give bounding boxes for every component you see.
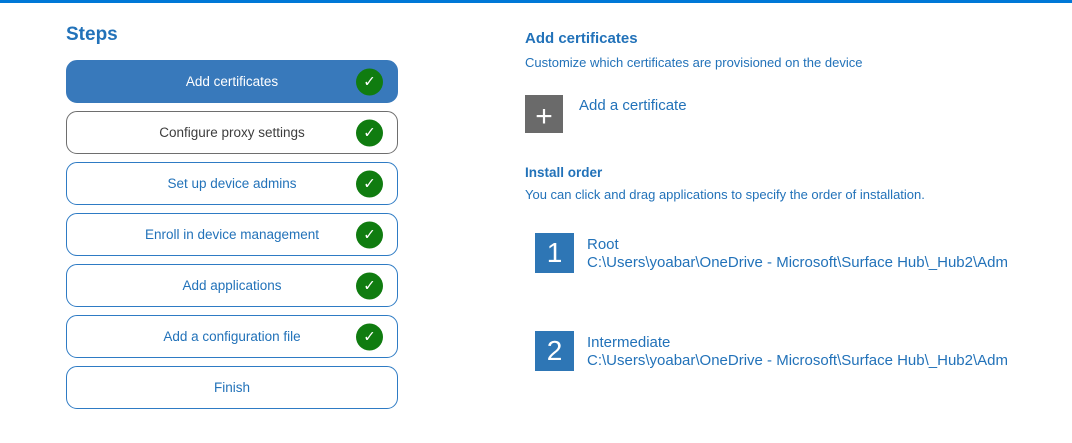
order-number-badge: 1 [535, 233, 574, 273]
add-certificate-label: Add a certificate [579, 97, 687, 114]
add-certificates-panel: Add certificates Customize which certifi… [525, 30, 1072, 371]
check-icon: ✓ [356, 119, 383, 146]
step-add-applications[interactable]: Add applications ✓ [66, 264, 398, 307]
step-label: Set up device admins [167, 176, 297, 191]
step-label: Add certificates [185, 74, 279, 89]
top-accent-bar [0, 0, 1072, 3]
step-label: Add applications [182, 278, 282, 293]
certificate-path: C:\Users\yoabar\OneDrive - Microsoft\Sur… [587, 254, 1008, 271]
step-enroll-in-device-management[interactable]: Enroll in device management ✓ [66, 213, 398, 256]
check-icon: ✓ [356, 323, 383, 350]
check-icon: ✓ [356, 170, 383, 197]
install-order-title: Install order [525, 165, 603, 180]
step-add-certificates[interactable]: Add certificates ✓ [66, 60, 398, 103]
step-set-up-device-admins[interactable]: Set up device admins ✓ [66, 162, 398, 205]
steps-sidebar: Steps Add certificates ✓ Configure proxy… [66, 24, 398, 417]
steps-title: Steps [66, 24, 118, 45]
certificate-name: Intermediate [587, 334, 671, 351]
order-number-badge: 2 [535, 331, 574, 371]
panel-title: Add certificates [525, 30, 638, 47]
certificate-path: C:\Users\yoabar\OneDrive - Microsoft\Sur… [587, 352, 1008, 369]
step-label: Add a configuration file [163, 329, 301, 344]
step-configure-proxy-settings[interactable]: Configure proxy settings ✓ [66, 111, 398, 154]
step-finish[interactable]: Finish [66, 366, 398, 409]
order-item-text: Intermediate C:\Users\yoabar\OneDrive - … [587, 331, 1008, 370]
order-item-text: Root C:\Users\yoabar\OneDrive - Microsof… [587, 233, 1008, 272]
certificate-name: Root [587, 236, 619, 253]
step-label: Finish [213, 380, 250, 395]
check-icon: ✓ [356, 272, 383, 299]
step-add-a-configuration-file[interactable]: Add a configuration file ✓ [66, 315, 398, 358]
check-icon: ✓ [356, 221, 383, 248]
install-order-description: You can click and drag applications to s… [525, 187, 925, 202]
add-certificate-button[interactable]: + Add a certificate [525, 95, 1072, 133]
install-order-item-intermediate[interactable]: 2 Intermediate C:\Users\yoabar\OneDrive … [535, 331, 1072, 371]
install-order-item-root[interactable]: 1 Root C:\Users\yoabar\OneDrive - Micros… [535, 233, 1072, 273]
step-label: Configure proxy settings [159, 125, 305, 140]
panel-subtitle: Customize which certificates are provisi… [525, 55, 863, 70]
step-label: Enroll in device management [144, 227, 320, 242]
check-icon: ✓ [356, 68, 383, 95]
plus-icon[interactable]: + [525, 95, 563, 133]
